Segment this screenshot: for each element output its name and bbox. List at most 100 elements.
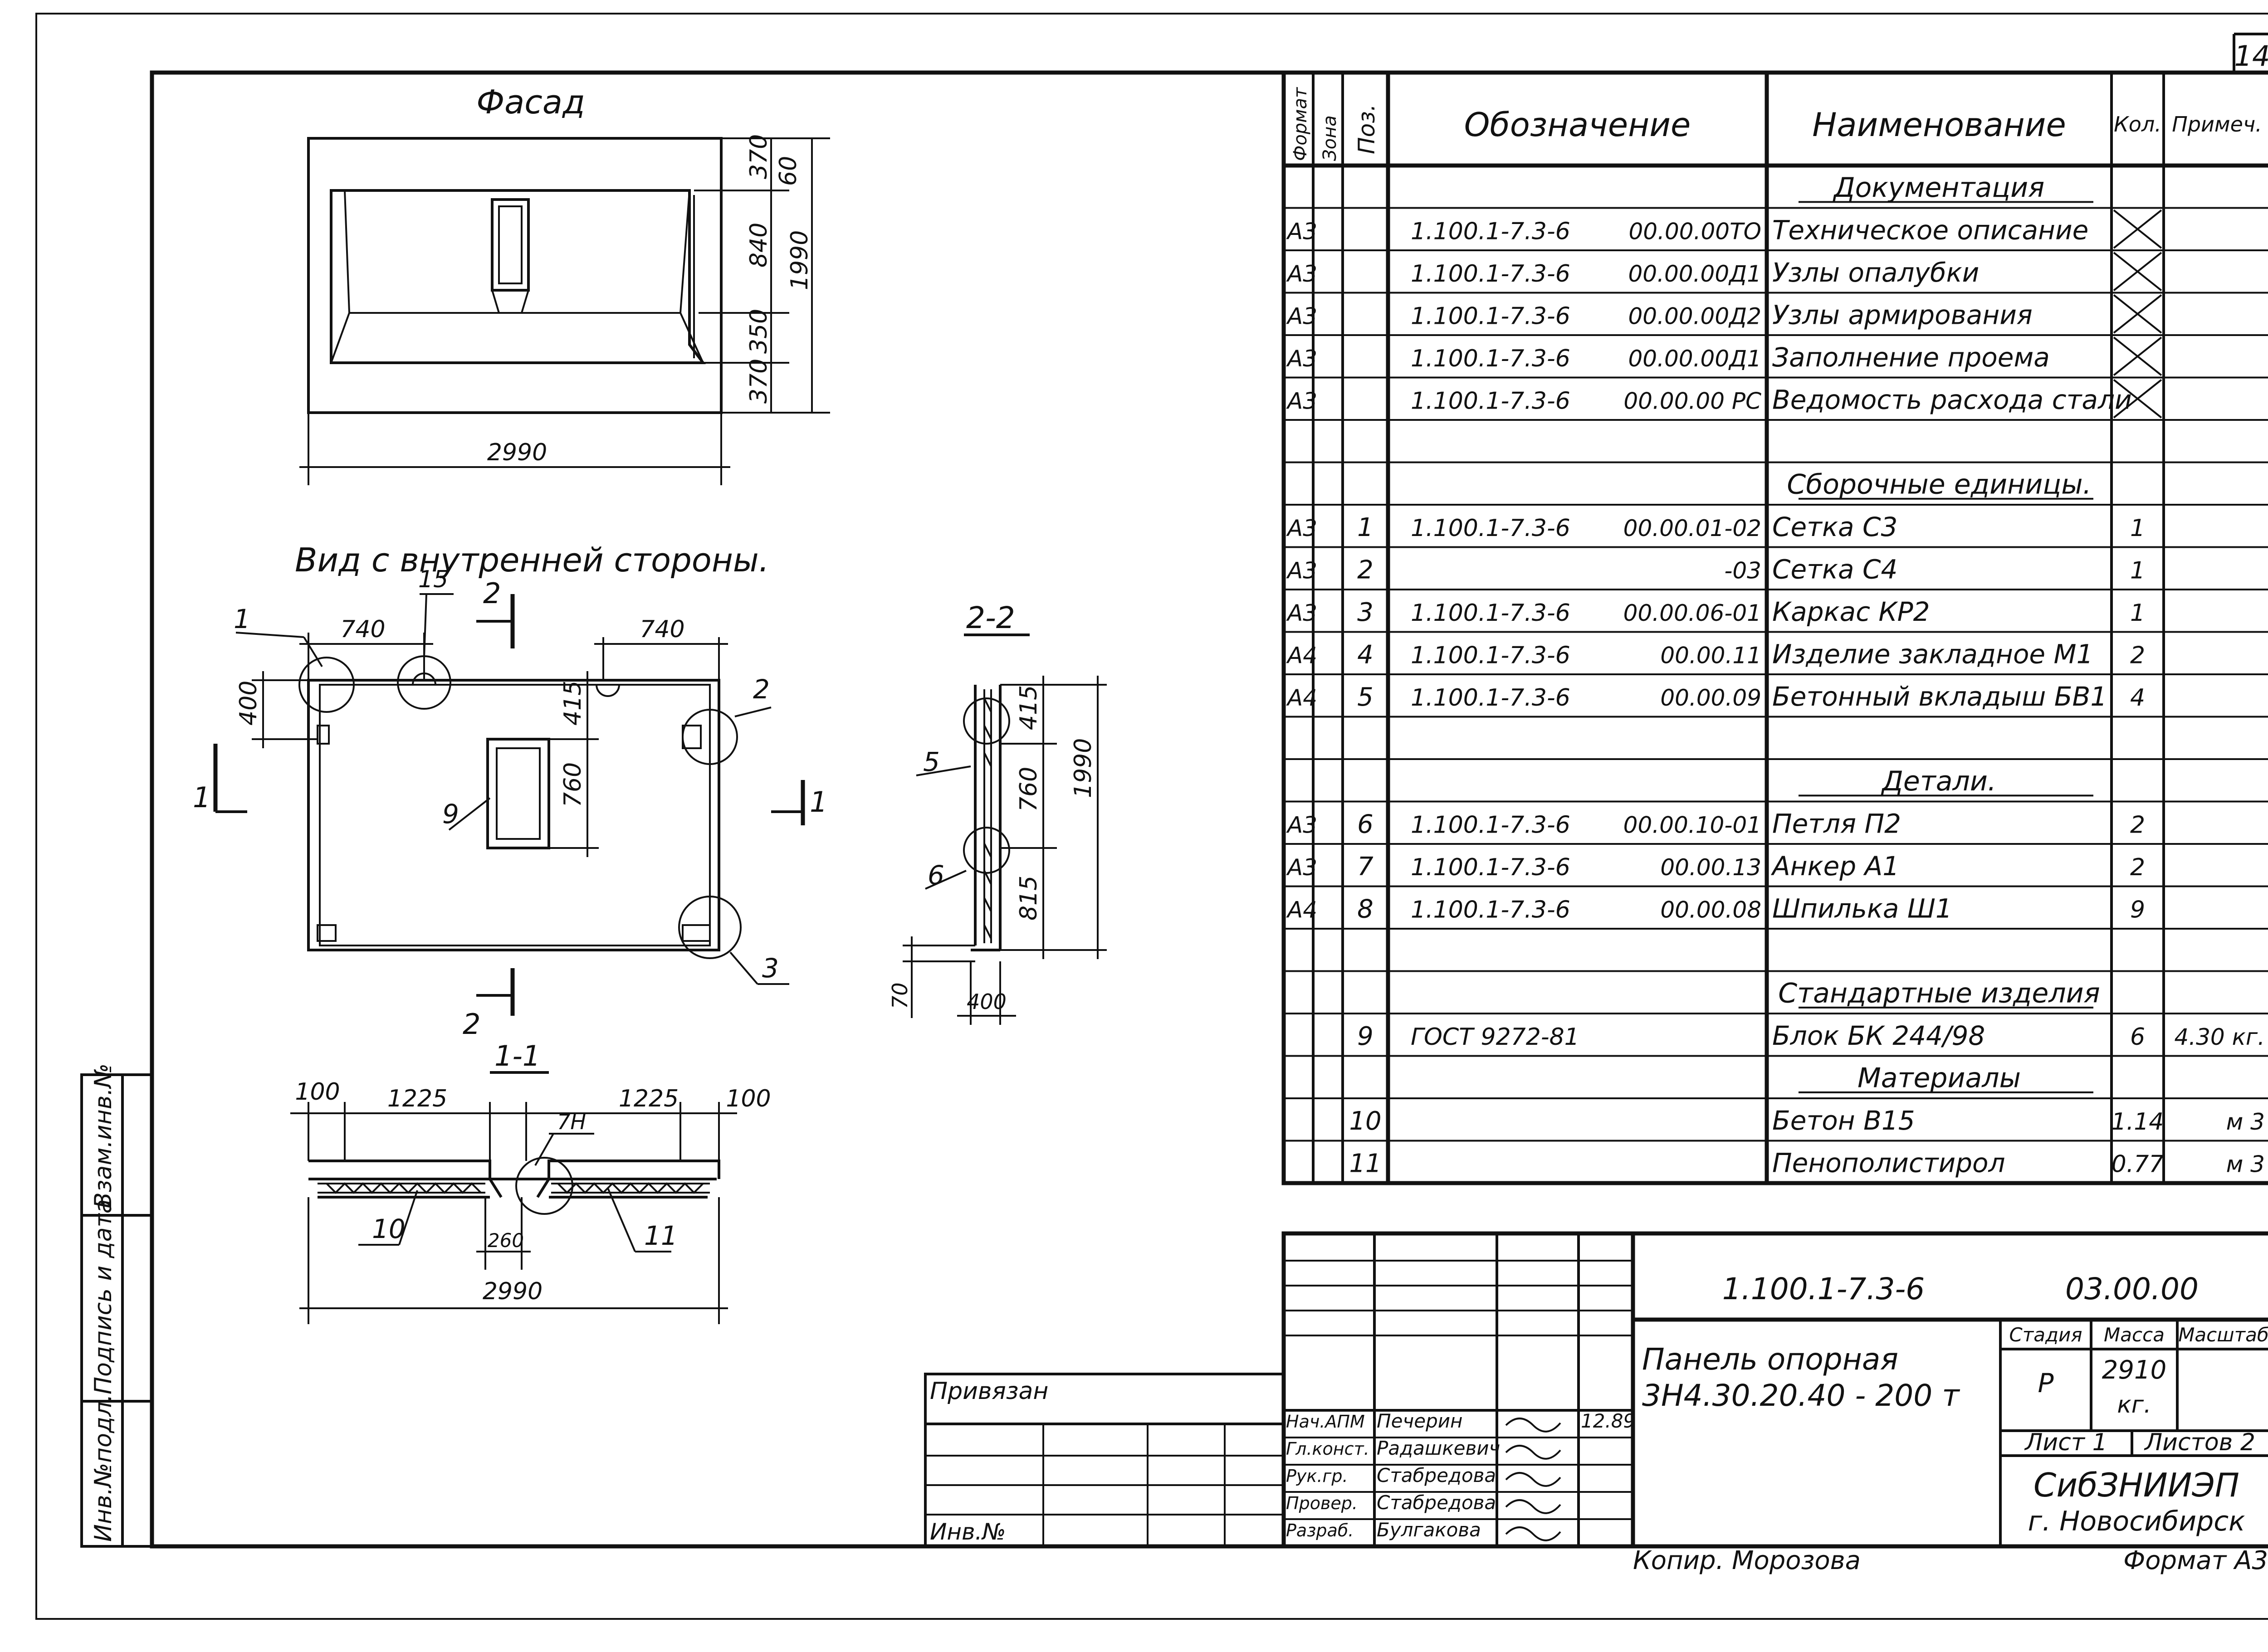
spec-cell-designation-suffix: 00.00.08 xyxy=(1660,897,1761,923)
spec-cell-name: Ведомость расхода стали xyxy=(1772,385,2132,415)
spec-cell-note: м 3 xyxy=(2226,1109,2265,1135)
spec-cell-format: А3 xyxy=(1286,219,1317,245)
spec-cell-designation: 1.100.1-7.3-6 xyxy=(1411,515,1570,542)
spec-cell-designation-suffix: 00.00.13 xyxy=(1660,854,1761,881)
svg-text:2990: 2990 xyxy=(483,1278,543,1305)
section-1-1: 1-1 100 1225 1225 100 7Н 260 xyxy=(290,1039,771,1324)
spec-cell-pos: 10 xyxy=(1349,1106,1381,1136)
signature-role: Провер. xyxy=(1286,1493,1358,1513)
svg-text:Листов 2: Листов 2 xyxy=(2144,1429,2255,1456)
svg-text:10: 10 xyxy=(372,1213,406,1244)
org-city: г. Новосибирск xyxy=(2028,1506,2245,1537)
spec-cell-designation: 1.100.1-7.3-6 xyxy=(1411,388,1570,415)
spec-cell-designation-suffix: 00.00.06-01 xyxy=(1623,600,1761,626)
spec-header-qty: Кол. xyxy=(2114,112,2161,136)
spec-cell-name: Техническое описание xyxy=(1772,215,2088,246)
spec-cell-pos: 3 xyxy=(1357,598,1374,627)
sheet-number: 14 xyxy=(2234,39,2268,73)
org-name: СибЗНИИЭП xyxy=(2033,1466,2239,1504)
spec-cell-pos: 6 xyxy=(1357,810,1374,839)
spec-cell-designation: 1.100.1-7.3-6 xyxy=(1411,897,1570,924)
svg-text:1: 1 xyxy=(193,781,210,814)
spec-cell-designation: 1.100.1-7.3-6 xyxy=(1411,854,1570,881)
inv-label: Инв.№ xyxy=(930,1519,1006,1545)
svg-text:1990: 1990 xyxy=(786,230,813,290)
title-name-line1: Панель опорная xyxy=(1642,1342,1898,1377)
spec-cell-format: А3 xyxy=(1286,346,1317,372)
spec-header-format: Формат xyxy=(1290,87,1311,161)
title-designation: 1.100.1-7.3-6 xyxy=(1722,1272,1925,1306)
svg-text:60: 60 xyxy=(775,156,802,186)
outer-border xyxy=(35,13,2268,1620)
spec-cross-mark xyxy=(2113,336,2162,376)
spec-cell-format: А3 xyxy=(1286,812,1317,838)
spec-cell-name: Петля П2 xyxy=(1772,809,1901,839)
signature-name: Печерин xyxy=(1377,1410,1463,1432)
signature-scribble xyxy=(1505,1472,1561,1487)
spec-cell-pos: 1 xyxy=(1357,513,1374,542)
spec-cell-pos: 4 xyxy=(1357,640,1374,670)
title-code: 03.00.00 xyxy=(2065,1272,2199,1306)
svg-text:11: 11 xyxy=(644,1220,678,1251)
spec-cell-pos: 9 xyxy=(1357,1022,1374,1051)
spec-cell-designation: 1.100.1-7.3-6 xyxy=(1411,303,1570,330)
spec-cell-qty: 2 xyxy=(2130,812,2145,839)
spec-cell-format: А3 xyxy=(1286,261,1317,287)
signature-name: Стабредова xyxy=(1377,1491,1496,1514)
signature-role: Разраб. xyxy=(1286,1520,1354,1540)
spec-cell-qty: 2 xyxy=(2130,642,2145,669)
spec-cell-designation-suffix: 00.00.00Д1 xyxy=(1628,261,1761,287)
spec-section-title: Детали. xyxy=(1881,765,1996,797)
facade-view: Фасад 370 60 840 1990 350 370 2990 xyxy=(299,83,830,485)
title-block: 1.100.1-7.3-6 03.00.00 Панель опорная 3Н… xyxy=(1281,1231,2268,1549)
svg-text:2: 2 xyxy=(753,674,770,705)
spec-cell-format: А3 xyxy=(1286,558,1317,584)
spec-cell-name: Узлы опалубки xyxy=(1772,257,1979,288)
signature-date: 12.89 xyxy=(1581,1410,1635,1432)
spec-cell-name: Изделие закладное М1 xyxy=(1772,639,2093,670)
svg-text:Стадия: Стадия xyxy=(2009,1324,2082,1346)
spec-cross-mark xyxy=(2113,209,2162,249)
spec-cell-designation: ГОСТ 9272-81 xyxy=(1411,1023,1579,1051)
spec-cell-qty: 1 xyxy=(2130,557,2145,585)
spec-header-pos: Поз. xyxy=(1354,104,1380,154)
signature-scribble xyxy=(1505,1418,1561,1433)
spec-cross-mark xyxy=(2113,294,2162,334)
svg-text:740: 740 xyxy=(340,616,385,643)
spec-cell-name: Пенополистирол xyxy=(1772,1148,2005,1179)
svg-text:1: 1 xyxy=(810,785,827,819)
svg-text:Масса: Масса xyxy=(2104,1324,2165,1346)
spec-cell-format: А3 xyxy=(1286,303,1317,330)
spec-cell-designation-suffix: 00.00.01-02 xyxy=(1623,515,1761,541)
svg-text:100: 100 xyxy=(295,1078,340,1106)
svg-text:740: 740 xyxy=(640,616,684,643)
spec-cell-format: А3 xyxy=(1286,388,1317,414)
svg-text:840: 840 xyxy=(745,223,772,268)
svg-text:370: 370 xyxy=(745,134,772,179)
signature-name: Стабредова xyxy=(1377,1464,1496,1486)
title-stage: Р xyxy=(2038,1368,2054,1399)
signature-name: Радашкевич xyxy=(1377,1437,1500,1459)
spec-cell-pos: 11 xyxy=(1349,1149,1381,1179)
spec-cell-qty: 6 xyxy=(2130,1023,2145,1051)
spec-cell-designation-suffix: -03 xyxy=(1724,558,1761,584)
spec-cell-name: Бетон В15 xyxy=(1772,1105,1915,1136)
svg-text:1: 1 xyxy=(234,604,250,634)
spec-cell-designation-suffix: 00.00.00Д2 xyxy=(1628,303,1761,330)
svg-text:1225: 1225 xyxy=(619,1085,679,1112)
bound-label: Привязан xyxy=(930,1378,1048,1405)
spec-cell-qty: 9 xyxy=(2130,897,2145,924)
spec-cell-designation: 1.100.1-7.3-6 xyxy=(1411,642,1570,669)
svg-text:370: 370 xyxy=(745,359,772,404)
signature-scribble xyxy=(1505,1445,1561,1460)
spec-cell-name: Сетка С4 xyxy=(1772,554,1897,585)
spec-cell-name: Бетонный вкладыш БВ1 xyxy=(1772,681,2107,712)
spec-cell-name: Узлы армирования xyxy=(1772,300,2033,331)
spec-cell-designation-suffix: 00.00.10-01 xyxy=(1623,812,1761,838)
svg-text:350: 350 xyxy=(745,309,772,354)
spec-cell-designation: 1.100.1-7.3-6 xyxy=(1411,218,1570,245)
spec-header-designation: Обозначение xyxy=(1464,106,1691,144)
spec-cell-name: Заполнение проема xyxy=(1772,342,2050,373)
